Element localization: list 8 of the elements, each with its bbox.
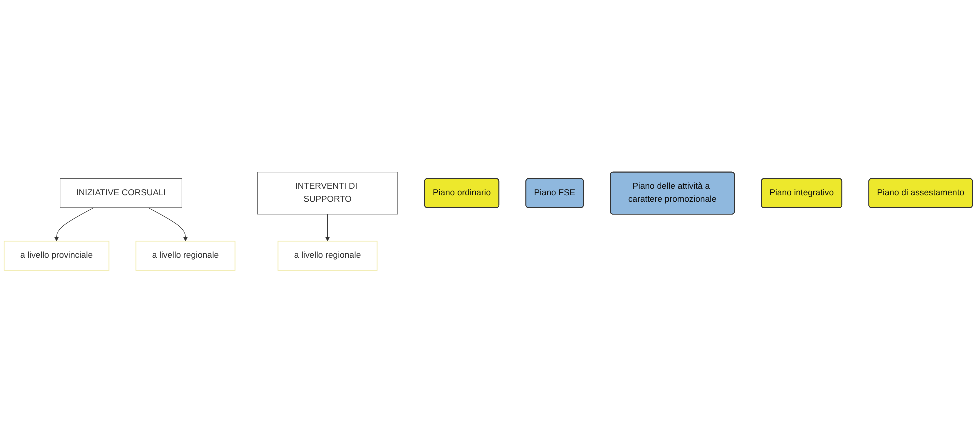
arrow: [148, 208, 188, 242]
arrow: [325, 214, 330, 242]
arrow: [54, 208, 94, 242]
node-box: a livello provinciale: [4, 241, 110, 271]
node-box: INTERVENTI DI SUPPORTO: [257, 172, 398, 215]
node-box: INIZIATIVE CORSUALI: [60, 178, 182, 208]
node-box: a livello regionale: [136, 241, 236, 271]
node-box: a livello regionale: [278, 241, 378, 271]
